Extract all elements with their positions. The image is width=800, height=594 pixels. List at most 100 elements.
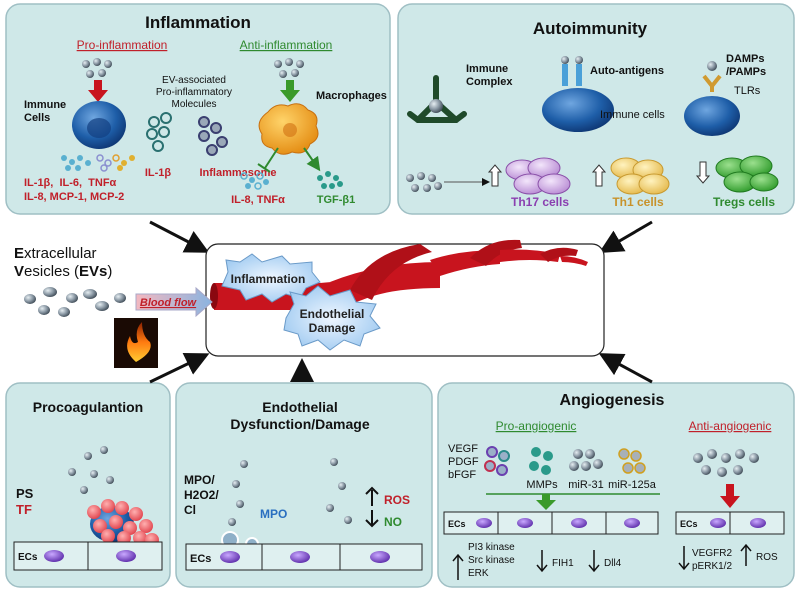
tgf-label: TGF-β1: [317, 194, 356, 206]
up-arrow-th17: [487, 164, 503, 187]
ev-title: Extracellular: [14, 245, 97, 262]
tlrs-label: TLRs: [734, 85, 761, 97]
dll4-label: Dll4: [604, 558, 622, 569]
il1b-label: IL-1β: [145, 167, 172, 179]
inflammation-badge-shape: [221, 253, 321, 303]
il1b-vesicles: [146, 112, 172, 152]
pro-inflammation-label: Pro-inflammation: [77, 38, 168, 52]
growth-factor-vesicles: [484, 446, 510, 476]
macrophages-label: Macrophages: [316, 90, 387, 102]
ev-title-2: Vesicles (EVs): [14, 263, 112, 280]
endothelial-layer-proco: [13, 541, 163, 571]
ecs-label-proco: ECs: [18, 552, 38, 563]
tf-vesicles: [68, 446, 114, 494]
ros-angio-up-arrow: [740, 543, 752, 566]
inhibit-line: [264, 147, 279, 169]
angiogenesis-panel: [437, 382, 795, 588]
anti-angiogenic-label: Anti-angiogenic: [689, 419, 772, 433]
mmps-label: MMPs: [526, 479, 558, 491]
mir125-vesicles: [618, 448, 646, 474]
blood-flow-arrow: [135, 286, 213, 318]
fih1-label: FIH1: [552, 558, 574, 569]
pro-angiogenic-label: Pro-angiogenic: [496, 419, 577, 433]
activate-arrow: [303, 147, 321, 172]
pro-angio-green-arrow: [536, 494, 556, 510]
auto-antigens-icon: [561, 56, 583, 86]
ros-up-arrow: [365, 486, 379, 506]
blood-flow-label: Blood flow: [140, 297, 198, 309]
ps-label: PS: [16, 486, 34, 501]
mir125-label: miR-125a: [608, 479, 657, 491]
tlr-receptor-icon: [702, 61, 722, 92]
pro-cytokines-line2: IL-8, MCP-1, MCP-2: [24, 191, 124, 203]
ev-cluster-auto: [406, 172, 442, 192]
mpo-label: MPO: [260, 507, 287, 521]
ecs-label-angio-anti: ECs: [680, 519, 698, 529]
vegfr2-down-arrow: [678, 546, 690, 571]
mir31-vesicles: [569, 449, 603, 471]
th17-label: Th17 cells: [511, 195, 569, 209]
auto-antigens-label: Auto-antigens: [590, 65, 664, 77]
mmps-vesicles: [529, 447, 553, 475]
immune-cell-auto: [542, 88, 614, 132]
anti-inflammation-label: Anti-inflammation: [240, 38, 333, 52]
ev-cluster-anti: [274, 58, 304, 78]
ecs-label-angio-pro: ECs: [448, 519, 466, 529]
th17-cells-icon: [505, 157, 571, 195]
inflammation-badge-label: Inflammation: [231, 272, 306, 286]
th1-label: Th1 cells: [612, 195, 664, 209]
il8-dots: [240, 172, 269, 190]
green-down-arrow: [280, 80, 300, 102]
tregs-cells-icon: [715, 155, 779, 193]
inflammation-panel: [5, 3, 391, 215]
dll4-down-arrow: [588, 550, 600, 573]
arrow-angio-to-center: [598, 353, 653, 384]
immune-cell-tlr: [684, 96, 740, 136]
endothelial-panel: [175, 382, 433, 588]
tgf-dots: [317, 171, 343, 189]
angiogenesis-title: Angiogenesis: [560, 392, 665, 409]
cytokine-dots: [61, 154, 135, 172]
mpo-h2o2-label: MPO/H2O2/Cl: [184, 473, 219, 517]
ecs-label-endo: ECs: [190, 553, 211, 565]
damps-label: DAMPs/PAMPs: [726, 53, 766, 78]
procoagulation-title: Procoagulantion: [33, 399, 143, 415]
arrow-auto-to-center: [598, 220, 653, 254]
no-down-arrow: [365, 510, 379, 528]
up-arrow-th1: [591, 164, 607, 187]
ev-cluster-pro: [82, 58, 112, 78]
endothelial-layer-pro-angio: [443, 511, 659, 535]
anti-angio-red-arrow: [720, 484, 740, 508]
anti-angio-vesicles: [693, 449, 759, 477]
ros-label: ROS: [384, 493, 410, 507]
immune-cells-auto-label: Immune cells: [600, 109, 665, 121]
no-label: NO: [384, 515, 402, 529]
inflammasome-vesicles: [198, 116, 228, 156]
il8-tnf-label: IL-8, TNFα: [231, 194, 285, 206]
tf-label: TF: [16, 502, 32, 517]
th1-cells-icon: [610, 157, 670, 195]
mir31-label: miR-31: [568, 479, 603, 491]
inflammation-title: Inflammation: [145, 13, 251, 32]
ros-angio-label: ROS: [756, 552, 778, 563]
pro-cytokines-line1: IL-1β, IL-6, TNFα: [24, 177, 117, 189]
ev-particles-center: [24, 287, 126, 317]
endothelial-layer-anti-angio: [675, 511, 785, 535]
mpo-vesicles: [228, 458, 352, 526]
fih1-down-arrow: [536, 550, 548, 573]
down-arrow-tregs: [695, 161, 711, 184]
arrow-proco-to-center: [149, 352, 210, 384]
red-down-arrow: [88, 80, 108, 102]
pi3k-up-arrow: [452, 553, 464, 580]
fire-image: [114, 318, 158, 368]
autoimmunity-title: Autoimmunity: [533, 19, 648, 38]
tregs-label: Tregs cells: [713, 195, 775, 209]
